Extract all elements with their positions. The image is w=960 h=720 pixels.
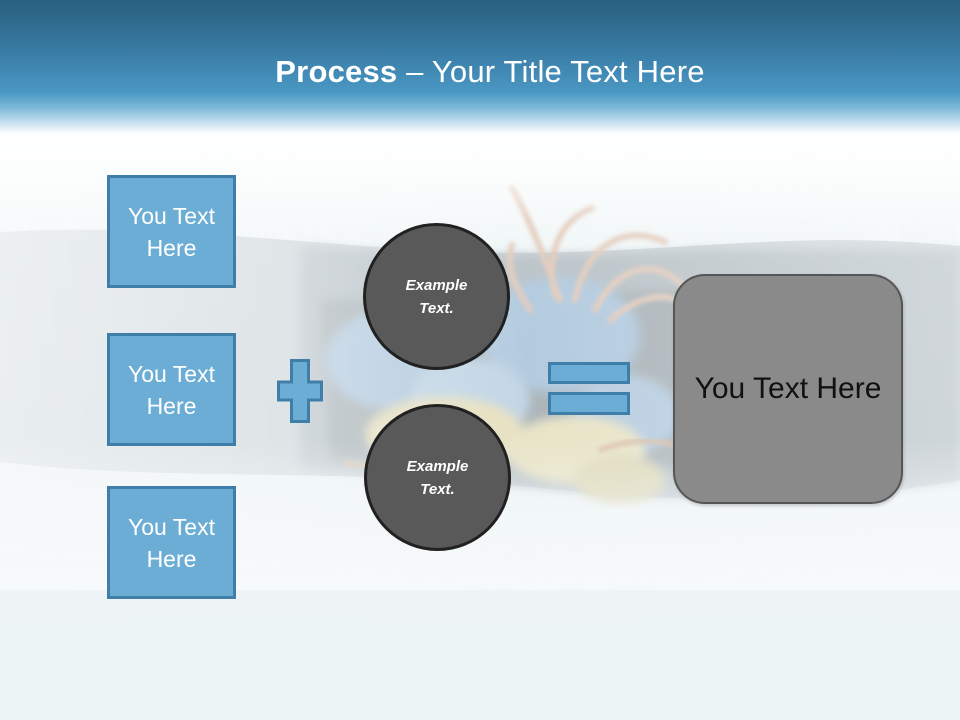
plus-icon: [277, 359, 323, 423]
input-box-2: You Text Here: [107, 333, 236, 446]
example-circle-2: Example Text.: [364, 404, 511, 551]
example-circle-1-label: Example Text.: [405, 276, 468, 317]
equals-icon: [548, 362, 630, 415]
slide-title: Process – Your Title Text Here: [0, 54, 960, 90]
slide-title-keyword: Process: [275, 54, 398, 89]
input-box-3: You Text Here: [107, 486, 236, 599]
slide-header: Process – Your Title Text Here: [0, 0, 960, 138]
input-box-1-label: You Text Here: [128, 202, 215, 261]
result-box: You Text Here: [673, 274, 903, 504]
example-circle-2-label: Example Text.: [406, 457, 469, 498]
input-box-2-label: You Text Here: [128, 360, 215, 419]
slide-title-subtitle: – Your Title Text Here: [406, 54, 705, 89]
result-box-label: You Text Here: [694, 372, 882, 405]
input-box-1: You Text Here: [107, 175, 236, 288]
input-box-3-label: You Text Here: [128, 513, 215, 572]
example-circle-1: Example Text.: [363, 223, 510, 370]
